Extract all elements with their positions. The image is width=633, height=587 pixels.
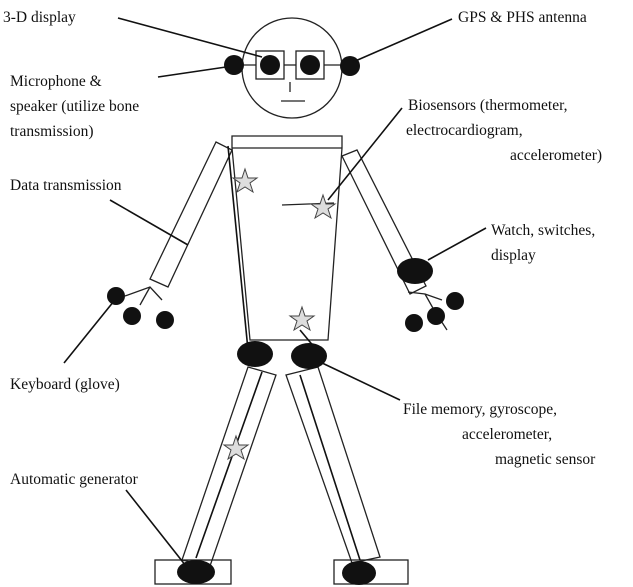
biosensor-star xyxy=(233,169,257,192)
generator-right xyxy=(342,561,376,585)
label-biosensors-line2: electrocardiogram, xyxy=(406,122,523,139)
label-data-transmission: Data transmission xyxy=(10,177,122,194)
mic-speaker-device xyxy=(224,55,244,75)
right-hand-key-3 xyxy=(446,292,464,310)
leader-generator xyxy=(126,490,186,566)
head xyxy=(242,18,342,118)
display-lens-left xyxy=(260,55,280,75)
label-automatic-generator: Automatic generator xyxy=(10,471,139,488)
leader-data-transmission xyxy=(110,200,188,245)
glove-key-2 xyxy=(123,307,141,325)
biosensor-star xyxy=(224,436,248,459)
label-gps-antenna: GPS & PHS antenna xyxy=(458,9,587,26)
glove-key-1 xyxy=(107,287,125,305)
generator-left xyxy=(177,560,215,584)
label-biosensors-line3: accelerometer) xyxy=(510,147,602,164)
label-file-memory-line3: magnetic sensor xyxy=(495,451,596,468)
leader-mic xyxy=(158,67,226,77)
internal-wiring xyxy=(196,146,360,560)
left-arm xyxy=(150,142,232,287)
leader-biosensors xyxy=(328,108,402,200)
label-watch-line1: Watch, switches, xyxy=(491,222,595,239)
label-watch-line2: display xyxy=(491,247,536,264)
display-lens-right xyxy=(300,55,320,75)
label-3d-display: 3-D display xyxy=(3,9,76,26)
label-keyboard: Keyboard (glove) xyxy=(10,376,120,393)
leader-file-memory xyxy=(320,362,400,400)
label-file-memory-line2: accelerometer, xyxy=(462,426,552,443)
right-hand-key-1 xyxy=(405,314,423,332)
label-mic-line2: speaker (utilize bone xyxy=(10,98,139,115)
glove-key-3 xyxy=(156,311,174,329)
right-hand-key-2 xyxy=(427,307,445,325)
label-biosensors-line1: Biosensors (thermometer, xyxy=(408,97,568,114)
file-memory-left xyxy=(237,341,273,367)
label-file-memory-line1: File memory, gyroscope, xyxy=(403,401,557,418)
human-figure xyxy=(125,18,447,584)
biosensor-stars xyxy=(224,169,335,459)
leader-3d-display xyxy=(118,18,262,57)
labels: 3-D display GPS & PHS antenna Microphone… xyxy=(3,9,602,488)
label-mic-line3: transmission) xyxy=(10,123,94,140)
right-leg xyxy=(286,367,380,563)
biosensor-star xyxy=(290,307,314,330)
leader-watch xyxy=(428,228,486,260)
torso xyxy=(232,136,342,340)
watch-device xyxy=(397,258,433,284)
leader-keyboard xyxy=(64,301,114,363)
leader-gps xyxy=(353,19,452,62)
gps-antenna-device xyxy=(340,56,360,76)
file-memory-right xyxy=(291,343,327,369)
label-mic-line1: Microphone & xyxy=(10,73,102,90)
biosensor-star xyxy=(311,195,335,218)
